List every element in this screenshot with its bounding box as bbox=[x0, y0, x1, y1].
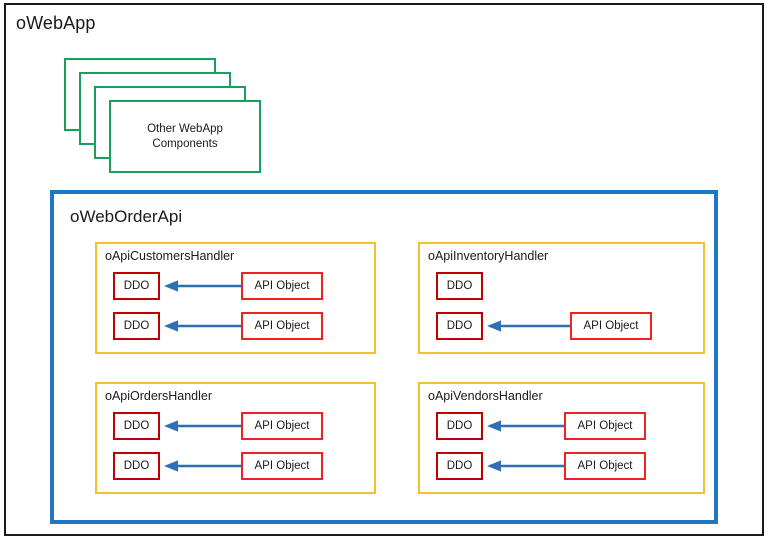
ddo-box: DDO bbox=[436, 412, 483, 440]
handler-title-inventory: oApiInventoryHandler bbox=[428, 249, 549, 263]
api-object-label: API Object bbox=[577, 460, 633, 472]
ddo-label: DDO bbox=[123, 420, 150, 432]
dependency-arrow bbox=[160, 272, 241, 300]
handler-title-customers: oApiCustomersHandler bbox=[105, 249, 235, 263]
handler-row: DDO API Object bbox=[436, 312, 694, 340]
api-object-label: API Object bbox=[254, 420, 310, 432]
ddo-label: DDO bbox=[446, 420, 473, 432]
page-title: oWebApp bbox=[16, 13, 96, 33]
api-object-label: API Object bbox=[254, 460, 310, 472]
ddo-box: DDO bbox=[113, 312, 160, 340]
ddo-box: DDO bbox=[113, 412, 160, 440]
ddo-box: DDO bbox=[113, 272, 160, 300]
handler-panel-vendors: oApiVendorsHandler DDO API Object DD bbox=[418, 382, 705, 494]
handler-panel-inventory: oApiInventoryHandler DDO DDO bbox=[418, 242, 705, 354]
handler-row: DDO API Object bbox=[113, 452, 365, 480]
dependency-arrow bbox=[160, 452, 241, 480]
api-object-box: API Object bbox=[564, 412, 646, 440]
handler-row: DDO API Object bbox=[113, 412, 365, 440]
api-object-box: API Object bbox=[241, 452, 323, 480]
handler-title-vendors: oApiVendorsHandler bbox=[428, 389, 543, 403]
handler-row: DDO API Object bbox=[113, 312, 365, 340]
dependency-arrow bbox=[483, 412, 564, 440]
other-webapp-components-stack: Other WebApp Components bbox=[64, 58, 264, 173]
handler-panel-orders: oApiOrdersHandler DDO API Object DDO bbox=[95, 382, 376, 494]
ddo-box: DDO bbox=[436, 452, 483, 480]
api-object-box: API Object bbox=[241, 312, 323, 340]
ddo-label: DDO bbox=[123, 460, 150, 472]
ddo-box: DDO bbox=[436, 272, 483, 300]
api-container-title: oWebOrderApi bbox=[70, 207, 183, 226]
component-card-label: Other WebApp Components bbox=[147, 122, 223, 150]
api-object-box: API Object bbox=[241, 412, 323, 440]
dependency-arrow bbox=[160, 312, 241, 340]
dependency-arrow bbox=[160, 412, 241, 440]
handler-panel-customers: oApiCustomersHandler DDO API Object bbox=[95, 242, 376, 354]
ddo-box: DDO bbox=[436, 312, 483, 340]
handler-row: DDO bbox=[436, 272, 694, 300]
webapp-outer-frame: oWebApp Other WebApp Components oWebOrde… bbox=[4, 3, 764, 536]
ddo-label: DDO bbox=[446, 460, 473, 472]
ddo-label: DDO bbox=[446, 280, 473, 292]
api-object-box: API Object bbox=[570, 312, 652, 340]
handler-row: DDO API Object bbox=[113, 272, 365, 300]
ddo-label: DDO bbox=[123, 280, 150, 292]
ddo-label: DDO bbox=[123, 320, 150, 332]
handler-row: DDO API Object bbox=[436, 412, 694, 440]
api-object-label: API Object bbox=[577, 420, 633, 432]
ddo-box: DDO bbox=[113, 452, 160, 480]
api-object-label: API Object bbox=[583, 320, 639, 332]
handler-title-orders: oApiOrdersHandler bbox=[105, 389, 212, 403]
dependency-arrow bbox=[483, 452, 564, 480]
ddo-label: DDO bbox=[446, 320, 473, 332]
owebordera-api-container: oWebOrderApi oApiCustomersHandler DDO AP… bbox=[50, 190, 718, 524]
api-object-label: API Object bbox=[254, 320, 310, 332]
dependency-arrow bbox=[483, 312, 570, 340]
api-object-label: API Object bbox=[254, 280, 310, 292]
api-object-box: API Object bbox=[564, 452, 646, 480]
component-card: Other WebApp Components bbox=[109, 100, 261, 173]
api-object-box: API Object bbox=[241, 272, 323, 300]
handler-row: DDO API Object bbox=[436, 452, 694, 480]
